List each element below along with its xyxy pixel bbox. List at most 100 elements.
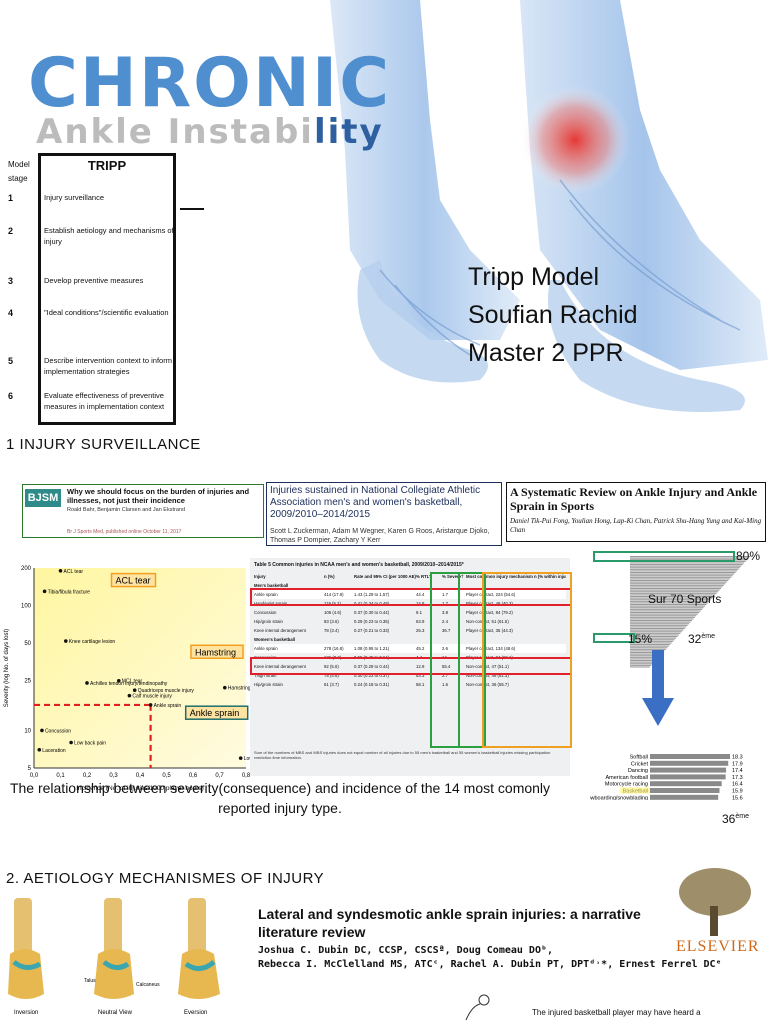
bar-mini bbox=[630, 648, 666, 650]
basketball-player-icon bbox=[465, 994, 490, 1021]
bar-mini bbox=[630, 568, 739, 570]
table-cell: 92 (5.6) bbox=[324, 664, 339, 669]
table-cell: 0.24 (0.18 to 0.31) bbox=[354, 682, 390, 687]
label-rank-36: 36ème bbox=[722, 812, 749, 826]
table-cell: Non-contact, 51 (61.5) bbox=[466, 619, 509, 624]
bar-mini bbox=[630, 624, 688, 626]
bar-mini bbox=[630, 565, 742, 567]
table-cell: n (%) bbox=[324, 574, 335, 579]
x-tick-label: 0,4 bbox=[136, 773, 145, 779]
table-cell: 53.3 bbox=[416, 673, 425, 678]
y-tick-label: 50 bbox=[24, 641, 31, 647]
table-cell: Player contact, 224 (54.6) bbox=[466, 592, 516, 597]
table-cell: Non-contact, 46 (61.3) bbox=[466, 673, 509, 678]
x-tick-label: 0,5 bbox=[162, 773, 171, 779]
bar-mini bbox=[630, 567, 740, 569]
table-cell: Ankle sprain bbox=[254, 592, 278, 597]
article-title: Lateral and syndesmotic ankle sprain inj… bbox=[258, 906, 641, 940]
data-point bbox=[223, 685, 227, 690]
highlight-top bbox=[593, 551, 735, 562]
table-highlight bbox=[458, 572, 486, 748]
tripp-row-text: Establish aetiology and mechanisms of in… bbox=[44, 226, 174, 246]
highlight-15 bbox=[593, 633, 635, 643]
table-cell: % RTLT bbox=[416, 574, 432, 579]
table-group-row: Men's basketball bbox=[254, 581, 566, 590]
tripp-table-border bbox=[38, 153, 176, 425]
bar-mini bbox=[630, 586, 723, 588]
table-cell: 1.08 (0.95 to 1.21) bbox=[354, 646, 390, 651]
table-cell: Women's basketball bbox=[254, 637, 296, 642]
bar-mini bbox=[630, 557, 749, 559]
x-tick-label: 0,2 bbox=[83, 773, 92, 779]
tripp-row-num: 6 bbox=[8, 391, 14, 401]
meta-line-2: Soufian Rachid bbox=[468, 301, 638, 329]
bar-mini bbox=[630, 592, 717, 594]
sport-name: American football bbox=[606, 775, 649, 781]
bar-mini bbox=[630, 655, 661, 657]
data-point bbox=[127, 693, 132, 698]
table-cell: 83 (3.6) bbox=[324, 619, 339, 624]
bjsm-title: Why we should focus on the burden of inj… bbox=[67, 487, 250, 505]
data-point-label: Lower leg contusion bbox=[244, 756, 250, 762]
sysrev-title: A Systematic Review on Ankle Injury and … bbox=[510, 485, 758, 513]
bar-mini bbox=[630, 588, 721, 590]
bar-mini bbox=[630, 581, 727, 583]
bar-mini bbox=[630, 556, 750, 558]
sport-value: 17.9 bbox=[732, 761, 743, 767]
y-tick-label: 5 bbox=[28, 766, 32, 772]
data-point bbox=[85, 681, 89, 685]
table-cell: 414 (17.9) bbox=[324, 592, 344, 597]
x-tick-label: 0,1 bbox=[56, 773, 65, 779]
article-authors: Joshua C. Dubin DC, CCSP, CSCSª, Doug Co… bbox=[258, 944, 722, 972]
table-cell: 2.4 bbox=[442, 619, 448, 624]
bar-mini bbox=[630, 645, 669, 647]
table-cell: 119 (5.2) bbox=[324, 601, 341, 606]
sysrev-authors: Daniel Tik-Pui Fong, Youlian Hong, Lap-K… bbox=[510, 517, 762, 534]
x-tick-label: 0,3 bbox=[109, 773, 118, 779]
arrow-head bbox=[642, 698, 674, 726]
x-tick-label: 0,0 bbox=[30, 773, 39, 779]
rank-36-value: 36 bbox=[722, 812, 736, 826]
systematic-review-card: A Systematic Review on Ankle Injury and … bbox=[506, 482, 766, 542]
table-cell: 61 (3.7) bbox=[324, 682, 339, 687]
y-axis-label: Severity (log No. of days lost) bbox=[4, 629, 10, 707]
sport-value: 15.6 bbox=[732, 795, 743, 800]
ankle-illustrations: Talus Calcaneus Inversion Neutral View E… bbox=[8, 898, 220, 1016]
data-point-label: Ankle sprain bbox=[154, 703, 182, 709]
tripp-row-num: 3 bbox=[8, 276, 14, 286]
authors-line-2: Rebecca I. McClelland MS, ATCᶜ, Rachel A… bbox=[258, 959, 722, 970]
bar-mini bbox=[630, 573, 735, 575]
label-inversion: Inversion bbox=[14, 1010, 38, 1016]
bar-mini bbox=[630, 610, 701, 612]
bar-mini bbox=[630, 632, 681, 634]
callout-label: Ankle sprain bbox=[190, 708, 240, 718]
data-point bbox=[238, 756, 243, 760]
plot-area bbox=[34, 568, 246, 768]
label-neutral: Neutral View bbox=[98, 1010, 133, 1016]
table-cell: 45.2 bbox=[416, 646, 425, 651]
bar-mini bbox=[630, 612, 700, 614]
slide-meta: Tripp Model Soufian Rachid Master 2 PPR bbox=[468, 258, 638, 372]
arrow-shaft bbox=[652, 650, 664, 698]
bar-mini bbox=[630, 564, 743, 566]
sport-bar bbox=[650, 754, 730, 759]
table-cell: 25.3 bbox=[416, 628, 425, 633]
sport-bar bbox=[650, 788, 720, 793]
bar-mini bbox=[630, 658, 658, 660]
sport-bar bbox=[650, 760, 729, 766]
sport-name: Cricket bbox=[631, 761, 649, 767]
data-point-label: Achilles tendon injury/tendinopathy bbox=[90, 681, 168, 687]
bar-mini bbox=[630, 576, 732, 578]
sport-name: Dancing bbox=[628, 768, 648, 774]
foot-inversion bbox=[8, 898, 44, 999]
tripp-row-text: Evaluate effectiveness of preventive mea… bbox=[44, 391, 165, 411]
x-tick-label: 0,8 bbox=[242, 773, 250, 779]
table-cell: Ankle sprain bbox=[254, 646, 278, 651]
meta-line-1: Tripp Model bbox=[468, 263, 600, 291]
